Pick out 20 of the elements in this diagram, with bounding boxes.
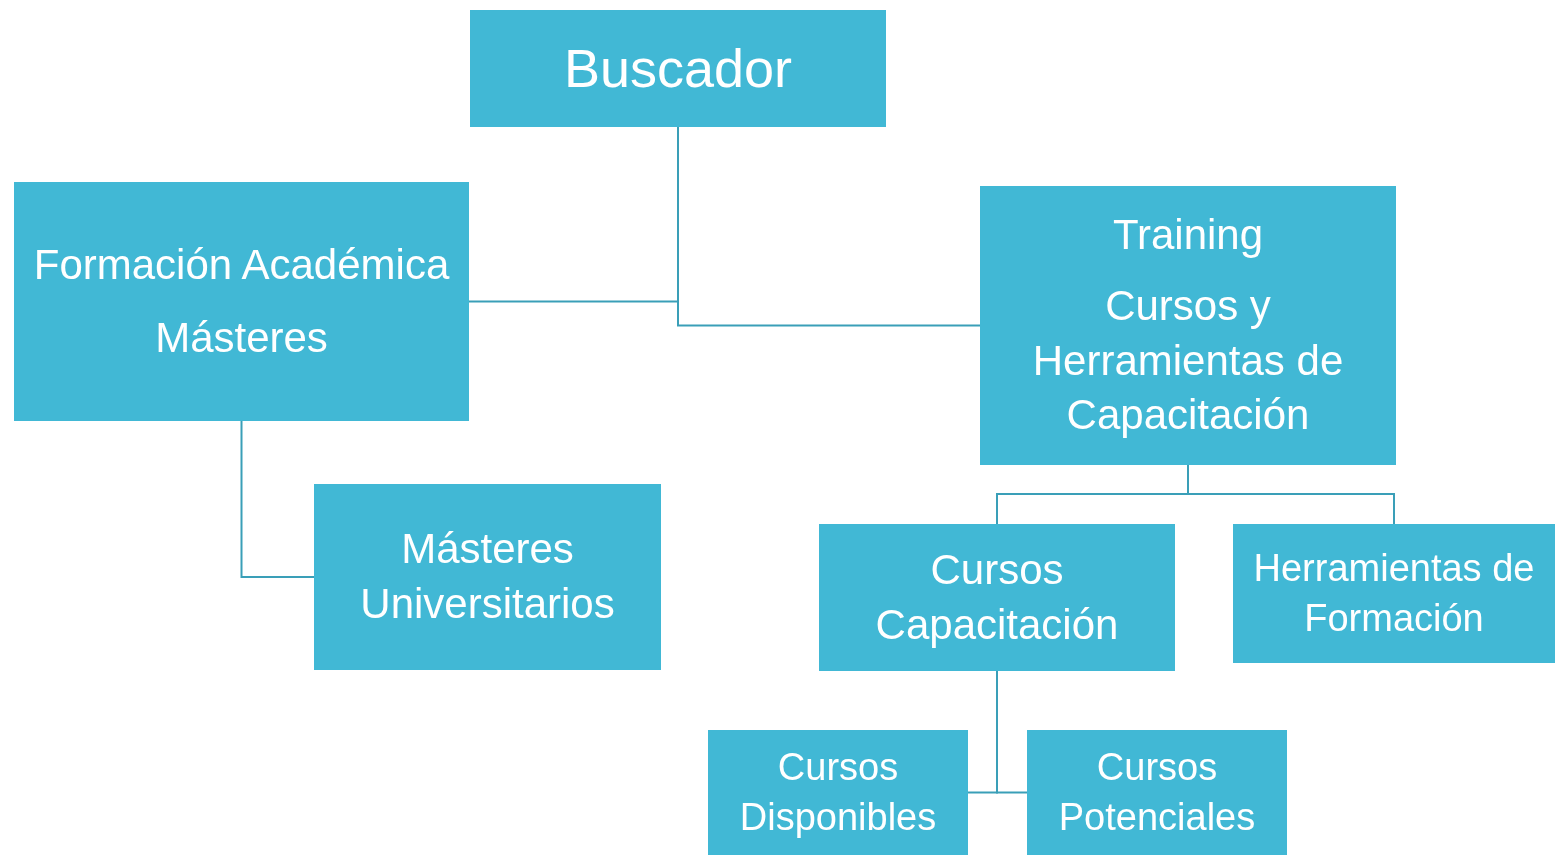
- box-label: Cursos Capacitación: [874, 544, 1120, 650]
- box: [470, 10, 886, 127]
- box: [1233, 524, 1555, 663]
- box: [980, 186, 1396, 465]
- box: [708, 730, 968, 855]
- box-label: Buscador: [563, 37, 793, 101]
- box-label: Formación Académica: [33, 239, 450, 290]
- box: [819, 524, 1175, 671]
- box-label: Másteres: [155, 312, 328, 363]
- box-label: Cursos Potenciales: [1057, 745, 1257, 840]
- box: [14, 182, 469, 421]
- connector-line: [996, 670, 1028, 794]
- box-label: Cursos Disponibles: [738, 745, 938, 840]
- box: [1027, 730, 1287, 855]
- box-label: Herramientas de Formación: [1252, 546, 1536, 641]
- box-label: Training: [1112, 210, 1264, 261]
- connector-line: [240, 420, 315, 578]
- box: [314, 484, 661, 670]
- box-label: Cursos y Herramientas de Capacitación: [1031, 280, 1345, 441]
- box-label: Másteres Universitarios: [359, 524, 616, 629]
